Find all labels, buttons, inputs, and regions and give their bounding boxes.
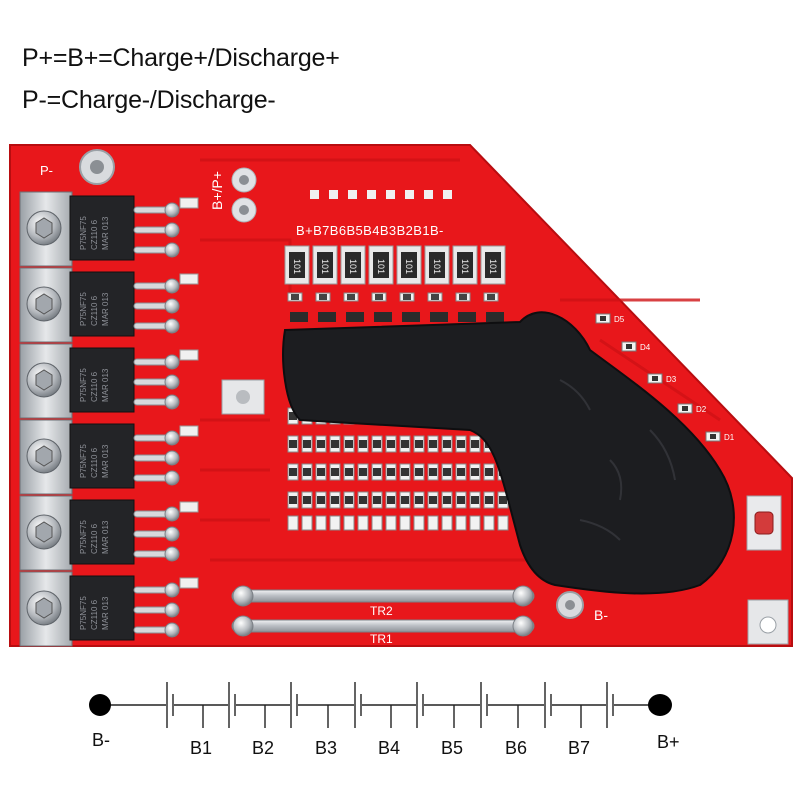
resistor-markings: 101 101 101 101 101 101 101 101 — [292, 259, 498, 274]
svg-text:P75NF75: P75NF75 — [79, 520, 88, 554]
svg-text:101: 101 — [432, 259, 442, 274]
diagram-label-b-plus: B+ — [657, 732, 680, 752]
svg-text:P75NF75: P75NF75 — [79, 216, 88, 250]
tap-label-B7: B7 — [568, 738, 590, 758]
svg-text:101: 101 — [404, 259, 414, 274]
label-b-minus-board: B- — [594, 607, 608, 623]
tap-B6: B6 — [505, 705, 527, 758]
shunt-tr2 — [231, 585, 535, 607]
cell-symbol-4 — [354, 682, 362, 728]
balance-connector-pins — [310, 190, 452, 199]
svg-text:D4: D4 — [640, 343, 651, 352]
tap-labels: B1 B2 B3 B4 B5 B6 B7 — [190, 705, 590, 758]
svg-text:101: 101 — [320, 259, 330, 274]
svg-text:CZ110 6: CZ110 6 — [90, 447, 99, 478]
svg-text:P75NF75: P75NF75 — [79, 292, 88, 326]
svg-text:CZ110 6: CZ110 6 — [90, 219, 99, 250]
svg-text:CZ110 6: CZ110 6 — [90, 371, 99, 402]
square-pad-middle — [221, 379, 265, 415]
tap-B5: B5 — [441, 705, 463, 758]
svg-text:101: 101 — [292, 259, 302, 274]
square-pad-right — [747, 599, 789, 645]
label-cell-header: B+B7B6B5B4B3B2B1B- — [296, 223, 444, 238]
tap-B1: B1 — [190, 705, 212, 758]
cell-diagram: B- B+ B1 B2 B3 B4 B5 B6 B7 — [89, 682, 680, 758]
svg-text:P75NF75: P75NF75 — [79, 368, 88, 402]
label-tr1: TR1 — [370, 632, 393, 646]
svg-text:D5: D5 — [614, 315, 625, 324]
tap-label-B5: B5 — [441, 738, 463, 758]
svg-text:MAR 013: MAR 013 — [101, 444, 110, 478]
potting-compound — [282, 311, 735, 595]
mounting-hole-bminus — [556, 591, 584, 619]
svg-text:101: 101 — [460, 259, 470, 274]
svg-text:MAR 013: MAR 013 — [101, 216, 110, 250]
svg-text:D2: D2 — [696, 405, 707, 414]
shunt-tr1 — [231, 615, 535, 637]
svg-text:CZ110 6: CZ110 6 — [90, 295, 99, 326]
cell-symbol-5 — [416, 682, 424, 728]
tap-B4: B4 — [378, 705, 400, 758]
tap-B7: B7 — [568, 705, 590, 758]
cell-symbol-8 — [606, 682, 614, 728]
cell-symbol-7 — [544, 682, 552, 728]
tap-label-B6: B6 — [505, 738, 527, 758]
cell-symbol-2 — [228, 682, 236, 728]
tap-label-B3: B3 — [315, 738, 337, 758]
svg-text:101: 101 — [488, 259, 498, 274]
label-p-minus: P- — [40, 163, 53, 178]
tap-label-B2: B2 — [252, 738, 274, 758]
svg-text:101: 101 — [348, 259, 358, 274]
terminal-b-minus-dot — [89, 694, 111, 716]
mounting-hole-top — [79, 149, 115, 185]
svg-text:101: 101 — [376, 259, 386, 274]
cell-symbol-1 — [166, 682, 174, 728]
header-line-1: P+=B+=Charge+/Discharge+ — [22, 44, 340, 72]
balance-resistors — [284, 245, 506, 285]
tap-B2: B2 — [252, 705, 274, 758]
potting-highlights — [559, 379, 676, 541]
cell-symbol-3 — [290, 682, 298, 728]
tap-label-B1: B1 — [190, 738, 212, 758]
tap-B3: B3 — [315, 705, 337, 758]
led-labels: D5 D4 D3 D2 D1 — [614, 315, 735, 442]
svg-text:D3: D3 — [666, 375, 677, 384]
cell-symbols — [166, 682, 614, 728]
svg-text:CZ110 6: CZ110 6 — [90, 523, 99, 554]
svg-text:P75NF75: P75NF75 — [79, 444, 88, 478]
svg-text:CZ110 6: CZ110 6 — [90, 599, 99, 630]
cell-symbol-6 — [480, 682, 488, 728]
label-tr2: TR2 — [370, 604, 393, 618]
b-plus-pads — [231, 167, 257, 223]
svg-text:MAR 013: MAR 013 — [101, 368, 110, 402]
status-leds — [595, 313, 721, 442]
header-line-2: P-=Charge-/Discharge- — [22, 86, 276, 114]
svg-text:MAR 013: MAR 013 — [101, 520, 110, 554]
svg-text:D1: D1 — [724, 433, 735, 442]
terminal-b-plus-dot — [648, 694, 672, 716]
tap-label-B4: B4 — [378, 738, 400, 758]
reset-button[interactable] — [746, 495, 782, 551]
svg-text:MAR 013: MAR 013 — [101, 596, 110, 630]
label-b-plus-p-plus: B+/P+ — [209, 171, 225, 210]
svg-text:MAR 013: MAR 013 — [101, 292, 110, 326]
svg-text:P75NF75: P75NF75 — [79, 596, 88, 630]
diagram-label-b-minus: B- — [92, 730, 110, 750]
